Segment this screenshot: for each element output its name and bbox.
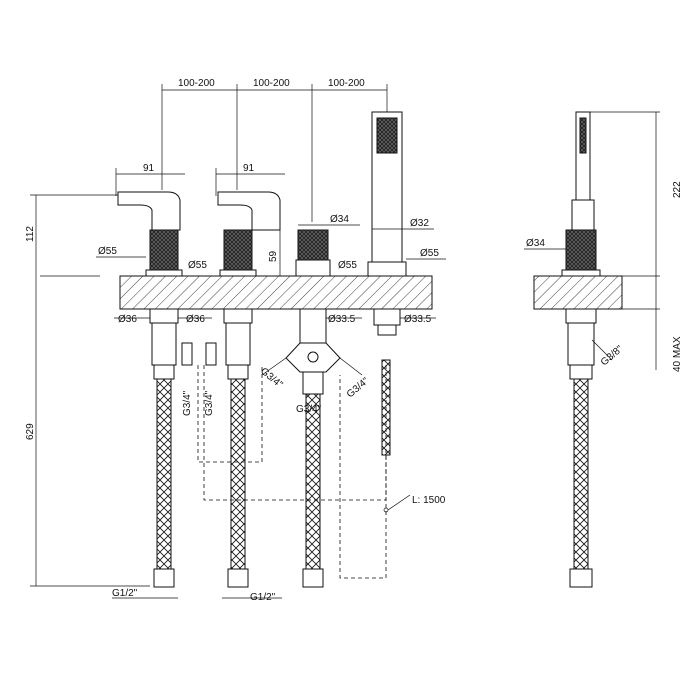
- inlet-label-2: G1/2": [250, 592, 276, 603]
- shank-dia-label-4: Ø33.5: [404, 314, 432, 325]
- shank-dia-label-2: Ø36: [186, 314, 205, 325]
- thread-label-3: G3/4": [258, 366, 285, 391]
- height-total-label: 629: [25, 423, 36, 440]
- hose-length-label: L: 1500: [412, 495, 446, 506]
- side-view: 40 MAX 222 Ø34 G3/8": [524, 111, 683, 588]
- deck-section: [119, 275, 433, 310]
- side-height-label: 222: [672, 181, 683, 198]
- spacing-label-1: 100-200: [178, 78, 215, 89]
- shank-dia-label-1: Ø36: [118, 314, 137, 325]
- diverter: [261, 229, 363, 588]
- hand-shower-dia-label: Ø32: [410, 218, 429, 229]
- diverter-dia-label: Ø34: [330, 214, 349, 225]
- thread-label-1: G3/4": [182, 390, 193, 416]
- side-dia-label: Ø34: [526, 238, 545, 249]
- thread-label-4: G3/4": [296, 404, 322, 415]
- inlet-label-1: G1/2": [112, 588, 138, 599]
- lever-reach-label-2: 91: [243, 163, 255, 174]
- height-top-label: 112: [25, 226, 36, 242]
- spacing-label-2: 100-200: [253, 78, 290, 89]
- mixer-handle-right: [217, 191, 281, 588]
- front-view: 100-200 100-200 100-200 91 91 112 629: [25, 78, 446, 603]
- base-dia-label-4: Ø55: [420, 248, 439, 259]
- lever-reach-label-1: 91: [143, 163, 155, 174]
- mixer-handle-left: [117, 191, 183, 588]
- side-deck-section: [533, 275, 623, 310]
- thread-label-5: G3/4": [345, 375, 372, 400]
- side-thread-label: G3/8": [599, 343, 626, 368]
- connector-right: [205, 342, 217, 366]
- spacing-dimension: 100-200 100-200 100-200: [161, 78, 388, 222]
- handle-height-label: 59: [268, 250, 279, 262]
- base-dia-label-1: Ø55: [98, 246, 117, 257]
- deck-max-label: 40 MAX: [672, 336, 683, 372]
- hand-shower: L: 1500: [339, 111, 446, 579]
- shank-dia-label-3: Ø33.5: [328, 314, 356, 325]
- spacing-label-3: 100-200: [328, 78, 365, 89]
- base-dia-label-2: Ø55: [188, 260, 207, 271]
- base-dia-label-3: Ø55: [338, 260, 357, 271]
- connector-left: [181, 342, 193, 366]
- thread-label-2: G3/4": [204, 390, 215, 416]
